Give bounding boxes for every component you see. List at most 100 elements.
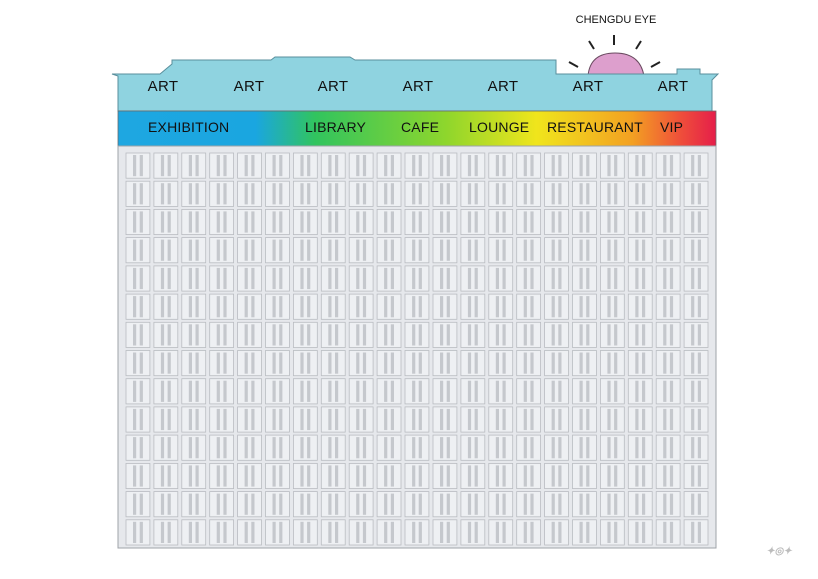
facade-window [627, 462, 653, 489]
facade-window [627, 237, 653, 264]
facade-window [488, 406, 514, 433]
facade-window [209, 321, 234, 348]
facade-window [376, 293, 402, 320]
facade-window [376, 519, 402, 546]
facade-window [460, 321, 486, 348]
facade-window [376, 406, 402, 433]
facade-window [516, 293, 542, 320]
facade-window [432, 208, 458, 235]
facade-window [292, 519, 318, 546]
facade-window [237, 180, 262, 207]
facade-window [600, 293, 625, 320]
facade-window [516, 350, 542, 377]
facade-window [153, 378, 179, 405]
facade-window [544, 434, 569, 461]
facade-window [320, 180, 346, 207]
facade-window [237, 350, 262, 377]
facade-window [181, 406, 207, 433]
facade-window [181, 462, 207, 489]
facade-window [683, 519, 709, 546]
facade-window [348, 519, 374, 546]
facade-window [460, 519, 486, 546]
facade-window [544, 462, 569, 489]
facade-window [348, 350, 374, 377]
facade-window [237, 519, 262, 546]
facade-window [404, 180, 430, 207]
facade-window [572, 491, 597, 518]
facade-window [627, 208, 653, 235]
facade-window [292, 321, 318, 348]
facade-window [488, 237, 514, 264]
facade-window [655, 462, 681, 489]
facade-window [292, 406, 318, 433]
facade-window [404, 491, 430, 518]
facade-window [516, 406, 542, 433]
facade-window [348, 321, 374, 348]
facade-window [348, 406, 374, 433]
facade-window [600, 519, 625, 546]
facade-window [683, 180, 709, 207]
facade-window [572, 519, 597, 546]
facade-window [237, 208, 262, 235]
facade-window [488, 491, 514, 518]
facade-window [320, 237, 346, 264]
facade-window [432, 491, 458, 518]
facade-window [125, 519, 151, 546]
facade-window [292, 491, 318, 518]
facade-window [265, 237, 290, 264]
facade-window [265, 462, 290, 489]
facade-window [600, 434, 625, 461]
facade-window [348, 434, 374, 461]
facade-window [544, 237, 569, 264]
facade-window [181, 434, 207, 461]
facade-window [237, 265, 262, 292]
facade-window [265, 152, 290, 179]
facade-window [683, 491, 709, 518]
facade-window [237, 237, 262, 264]
facade-window [488, 434, 514, 461]
band-label-exhibition: EXHIBITION [148, 119, 230, 135]
facade-window [460, 491, 486, 518]
facade-window [376, 321, 402, 348]
facade-window [404, 406, 430, 433]
facade-window [460, 208, 486, 235]
facade-window [181, 265, 207, 292]
facade-window [125, 406, 151, 433]
facade-window [655, 265, 681, 292]
facade-window [544, 152, 569, 179]
facade-window [209, 180, 234, 207]
facade-window [544, 519, 569, 546]
facade-window [600, 237, 625, 264]
facade-window [683, 293, 709, 320]
facade-window [153, 237, 179, 264]
facade-window [683, 265, 709, 292]
facade-window [572, 208, 597, 235]
facade-window [600, 321, 625, 348]
facade-window [125, 152, 151, 179]
facade-window [627, 434, 653, 461]
function-band [117, 110, 717, 147]
facade-window [516, 265, 542, 292]
facade-window [516, 434, 542, 461]
facade-window [488, 321, 514, 348]
facade-window [572, 265, 597, 292]
facade-window [655, 152, 681, 179]
facade-window [683, 350, 709, 377]
facade-window [181, 152, 207, 179]
facade-window [655, 406, 681, 433]
facade-window [348, 378, 374, 405]
facade-window [572, 321, 597, 348]
facade-window [600, 378, 625, 405]
facade-window [265, 378, 290, 405]
facade-window [153, 462, 179, 489]
facade-window [488, 350, 514, 377]
facade-window [460, 293, 486, 320]
facade-window [600, 462, 625, 489]
facade-window [320, 462, 346, 489]
facade-window [600, 406, 625, 433]
facade-window [627, 265, 653, 292]
roof-label-art-4: ART [402, 78, 434, 95]
facade-window [153, 434, 179, 461]
facade-window [292, 237, 318, 264]
